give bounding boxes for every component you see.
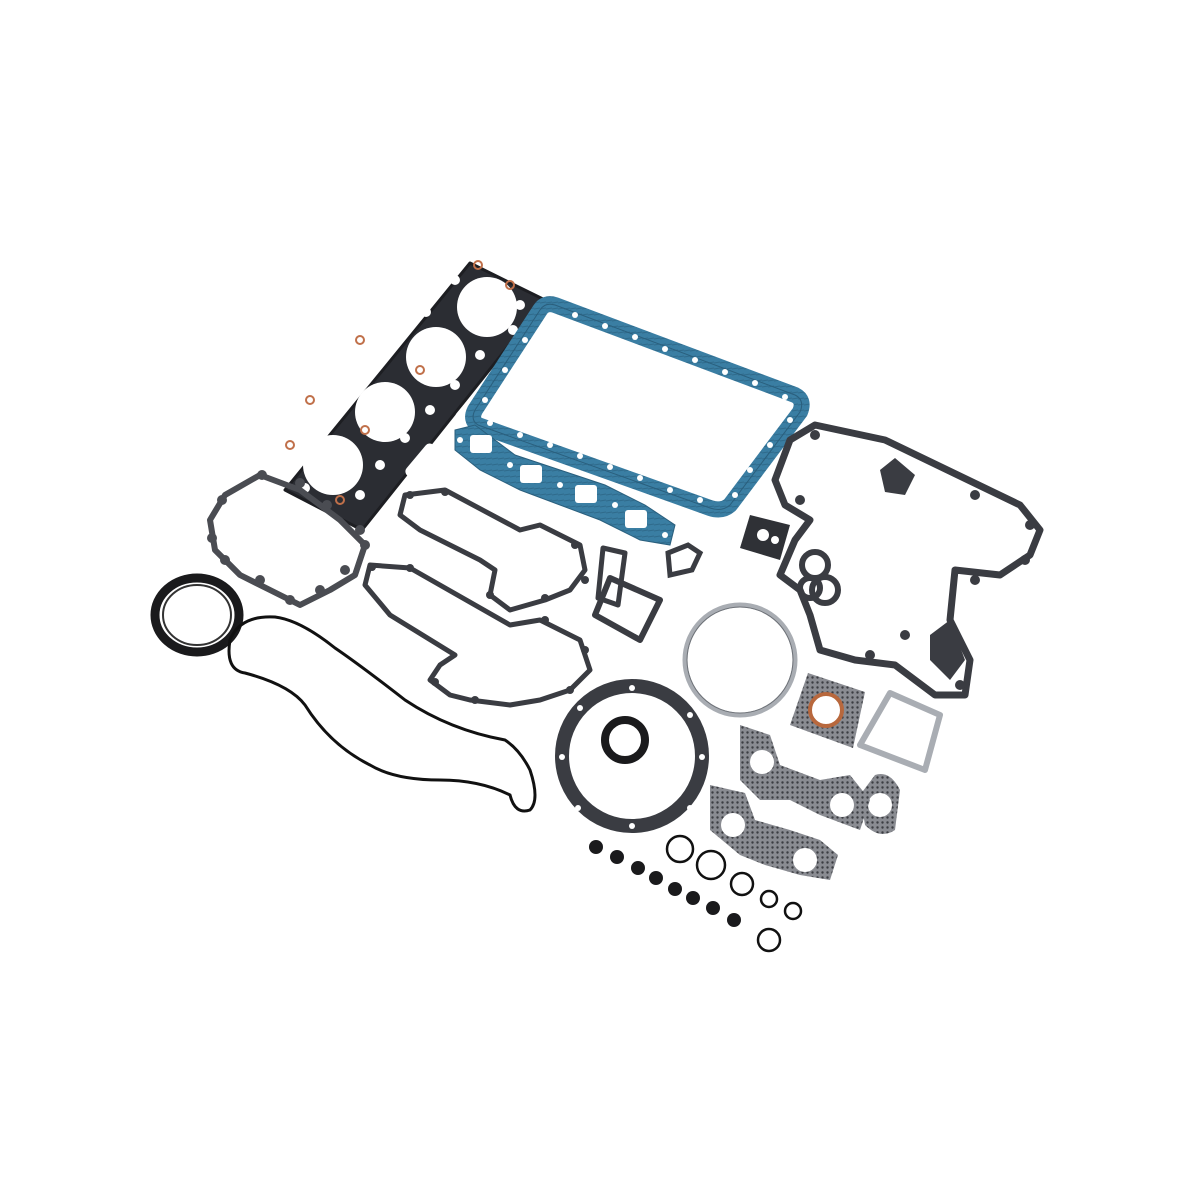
o-rings — [665, 834, 803, 953]
exhaust-flange-gaskets — [790, 673, 943, 834]
oil-pan-gasket — [465, 296, 810, 518]
front-crankshaft-seal — [601, 716, 649, 764]
rear-crankshaft-seal — [150, 573, 244, 657]
round-gasket — [682, 602, 798, 718]
water-pump-gasket-2 — [362, 562, 593, 708]
intake-manifold-gasket — [454, 424, 676, 546]
cylinder-head-gasket — [283, 260, 547, 532]
valve-cover-gasket — [227, 615, 537, 813]
exhaust-manifold-gaskets — [710, 725, 870, 880]
valve-stem-seals — [589, 840, 741, 927]
thermostat-gasket — [595, 545, 628, 608]
small-square-gasket — [740, 515, 790, 560]
flywheel-housing-gasket — [207, 470, 370, 608]
water-pump-gasket-1 — [397, 487, 589, 613]
front-cover-gasket — [555, 679, 709, 833]
timing-cover-gasket — [771, 421, 1044, 699]
small-gaskets — [592, 542, 704, 643]
